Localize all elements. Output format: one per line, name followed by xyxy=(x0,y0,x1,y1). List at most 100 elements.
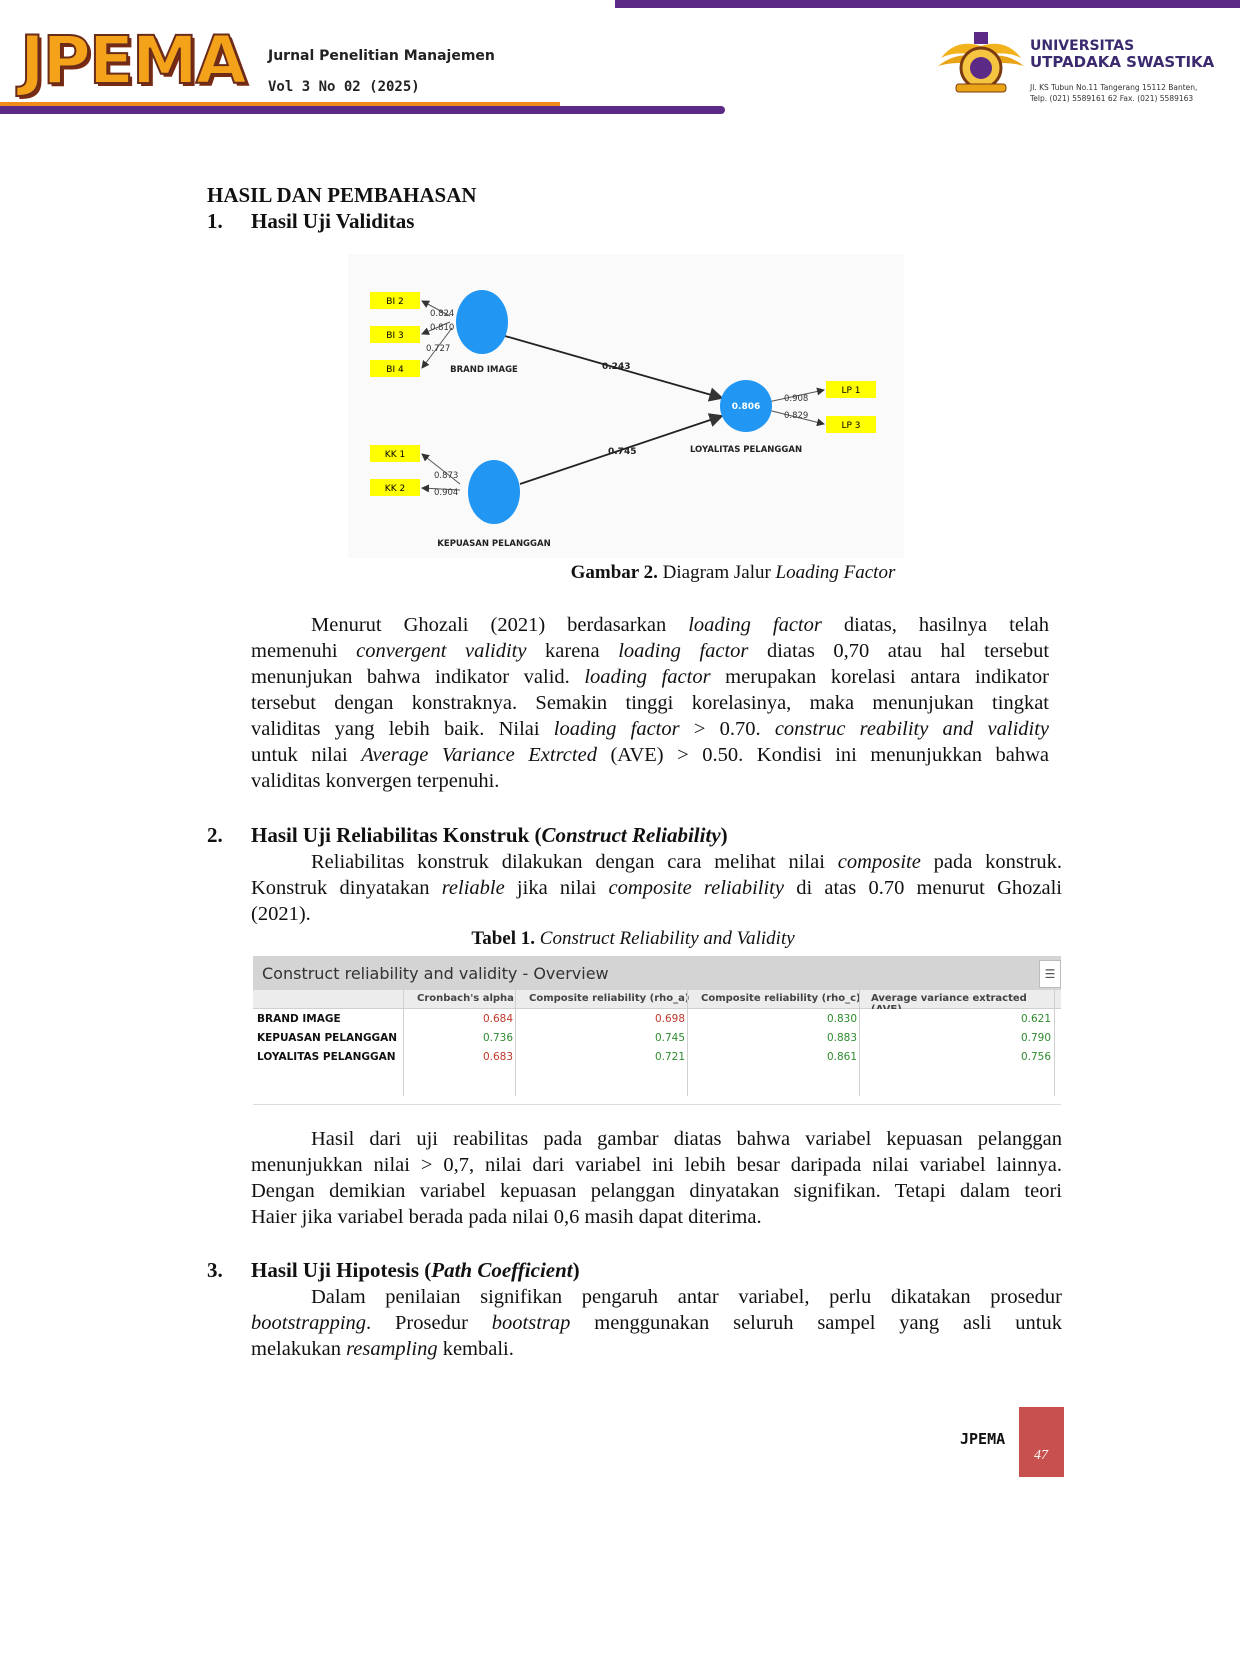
section-3-num: 3. xyxy=(207,1258,223,1282)
loading-bi2: 0.824 xyxy=(430,309,454,319)
path-arrow-kp-lp xyxy=(519,413,724,485)
table-row-empty xyxy=(253,1085,1061,1105)
page-number: 47 xyxy=(1034,1448,1048,1463)
paragraph-line: untuk nilai Average Variance Extrcted (A… xyxy=(251,744,1049,766)
footer-page-box xyxy=(1019,1407,1064,1477)
paragraph-line: validitas konvergen terpenuhi. xyxy=(251,770,500,792)
table-caption: Tabel 1. Construct Reliability and Valid… xyxy=(471,928,795,949)
svg-text:KK 1: KK 1 xyxy=(385,450,405,460)
table-column-headers: Cronbach's alpha Composite reliability (… xyxy=(253,990,1061,1015)
svg-text:BI 3: BI 3 xyxy=(386,331,403,341)
figure-caption: Gambar 2. Diagram Jalur Loading Factor xyxy=(570,562,896,583)
loading-arrow-kk1 xyxy=(421,453,461,485)
university-name-line2: UTPADAKA SWASTIKA xyxy=(1030,53,1215,71)
loading-kk2: 0.904 xyxy=(434,488,458,498)
paragraph-line: validitas yang lebih baik. Nilai loading… xyxy=(251,718,1049,740)
svg-text:LP 3: LP 3 xyxy=(841,421,860,431)
paragraph-reliability: Reliabilitas konstruk dilakukan dengan c… xyxy=(251,849,1062,927)
copy-icon[interactable]: ☰ xyxy=(1039,960,1061,988)
indicator-bi4: BI 4 xyxy=(370,360,420,377)
node-brand-image xyxy=(456,290,508,354)
section-3-title: Hasil Uji Hipotesis (Path Coefficient) xyxy=(251,1258,580,1282)
path-coef-bi-lp: 0.243 xyxy=(602,362,630,372)
table-title: Construct reliability and validity - Ove… xyxy=(262,964,609,983)
address-line: Jl. KS Tubun No.11 Tangerang 15112 Bante… xyxy=(1030,83,1198,92)
paragraph-validity: Menurut Ghozali (2021) berdasarkan loadi… xyxy=(251,612,1049,794)
paragraph-reliability-result: Hasil dari uji reabilitas pada gambar di… xyxy=(251,1126,1062,1230)
loading-lp1: 0.908 xyxy=(784,394,808,404)
table-header-bar: Construct reliability and validity - Ove… xyxy=(253,956,1061,990)
loading-bi4: 0.727 xyxy=(426,344,450,354)
paragraph-line: Dengan demikian variabel kepuasan pelang… xyxy=(251,1180,1062,1202)
indicator-bi2: BI 2 xyxy=(370,292,420,309)
table-cell: 0.830 xyxy=(826,1013,857,1025)
path-diagram: BI 2 BI 3 BI 4 KK 1 KK 2 LP 1 LP 3 0.824… xyxy=(348,254,904,558)
table-cell: 0.721 xyxy=(654,1051,685,1063)
header-top-bar xyxy=(615,0,1240,8)
header-accent-bar xyxy=(0,102,560,106)
path-coef-kp-lp: 0.745 xyxy=(608,447,636,457)
path-arrow-bi-lp xyxy=(483,329,724,402)
svg-text:KK 2: KK 2 xyxy=(385,484,405,494)
section-title: HASIL DAN PEMBAHASAN xyxy=(207,183,477,207)
university-address: Jl. KS Tubun No.11 Tangerang 15112 Bante… xyxy=(1030,82,1235,104)
journal-name: Jurnal Penelitian Manajemen xyxy=(268,48,495,64)
table-cell: 0.683 xyxy=(482,1051,513,1063)
indicator-kk2: KK 2 xyxy=(370,479,420,496)
header-bottom-bar xyxy=(0,106,725,114)
svg-text:LP 1: LP 1 xyxy=(841,386,860,396)
paragraph-line: Menurut Ghozali (2021) berdasarkan loadi… xyxy=(311,614,1049,636)
indicator-lp3: LP 3 xyxy=(826,416,876,433)
svg-text:BI 4: BI 4 xyxy=(386,365,404,375)
indicator-lp1: LP 1 xyxy=(826,381,876,398)
table-cell: 0.861 xyxy=(826,1051,857,1063)
table-cell: 0.698 xyxy=(654,1013,685,1025)
paragraph-line: melakukan resampling kembali. xyxy=(251,1338,514,1360)
paragraph-line: tersebut dengan konstraknya. Semakin tin… xyxy=(251,692,1049,714)
paragraph-line: Dalam penilaian signifikan pengaruh anta… xyxy=(311,1286,1062,1308)
row-label: KEPUASAN PELANGGAN xyxy=(257,1032,398,1044)
table-cell: 0.756 xyxy=(1020,1051,1051,1063)
reliability-table: Construct reliability and validity - Ove… xyxy=(253,956,1061,1105)
paragraph-line: menunjukan bahwa indikator valid. loadin… xyxy=(251,666,1050,688)
jpema-logo: JPEMA xyxy=(19,22,248,99)
journal-volume: Vol 3 No 02 (2025) xyxy=(268,79,420,95)
label-brand-image: BRAND IMAGE xyxy=(450,365,518,375)
paragraph-line: menunjukkan nilai > 0,7, nilai dari vari… xyxy=(251,1154,1062,1176)
paragraph-line: bootstrapping. Prosedur bootstrap menggu… xyxy=(251,1312,1062,1334)
footer-journal: JPEMA xyxy=(960,1430,1006,1448)
paragraph-line: (2021). xyxy=(251,903,311,925)
section-2-title: Hasil Uji Reliabilitas Konstruk (Constru… xyxy=(251,823,728,847)
loading-bi3: 0.810 xyxy=(430,323,454,333)
paragraph-line: Konstruk dinyatakan reliable jika nilai … xyxy=(251,877,1062,899)
section-2-num: 2. xyxy=(207,823,223,847)
loading-arrow-lp3 xyxy=(767,409,825,427)
paragraph-line: Hasil dari uji reabilitas pada gambar di… xyxy=(311,1128,1062,1150)
address-line: Telp. (021) 5589161 62 Fax. (021) 558916… xyxy=(1030,94,1194,103)
r-squared: 0.806 xyxy=(732,402,760,412)
table-row: KEPUASAN PELANGGAN 0.736 0.745 0.883 0.790 xyxy=(253,1028,1061,1048)
row-label: LOYALITAS PELANGGAN xyxy=(257,1051,396,1063)
table-cell: 0.883 xyxy=(826,1032,857,1044)
table-cell: 0.745 xyxy=(654,1032,685,1044)
table-cell: 0.684 xyxy=(482,1013,513,1025)
loading-arrow-kk2 xyxy=(421,484,461,493)
col-rho-a: Composite reliability (rho_a) xyxy=(529,993,690,1004)
paragraph-line: memenuhi convergent validity karena load… xyxy=(251,640,1050,662)
table-cell: 0.790 xyxy=(1020,1032,1051,1044)
loading-arrow-bi4 xyxy=(421,327,453,369)
indicator-kk1: KK 1 xyxy=(370,445,420,462)
paragraph-line: Haier jika variabel berada pada nilai 0,… xyxy=(251,1206,762,1228)
node-loyalitas-pelanggan xyxy=(720,380,772,432)
section-1-num: 1. xyxy=(207,209,223,233)
col-cronbach: Cronbach's alpha xyxy=(417,993,514,1004)
table-row: LOYALITAS PELANGGAN 0.683 0.721 0.861 0.756 xyxy=(253,1047,1061,1067)
table-cell: 0.736 xyxy=(482,1032,513,1044)
indicator-bi3: BI 3 xyxy=(370,326,420,343)
label-loyalitas-pelanggan: LOYALITAS PELANGGAN xyxy=(690,445,802,455)
loading-arrow-bi2 xyxy=(421,300,451,317)
label-kepuasan-pelanggan: KEPUASAN PELANGGAN xyxy=(437,539,550,549)
col-rho-c: Composite reliability (rho_c) xyxy=(701,993,861,1004)
paragraph-hypothesis: Dalam penilaian signifikan pengaruh anta… xyxy=(251,1284,1062,1362)
